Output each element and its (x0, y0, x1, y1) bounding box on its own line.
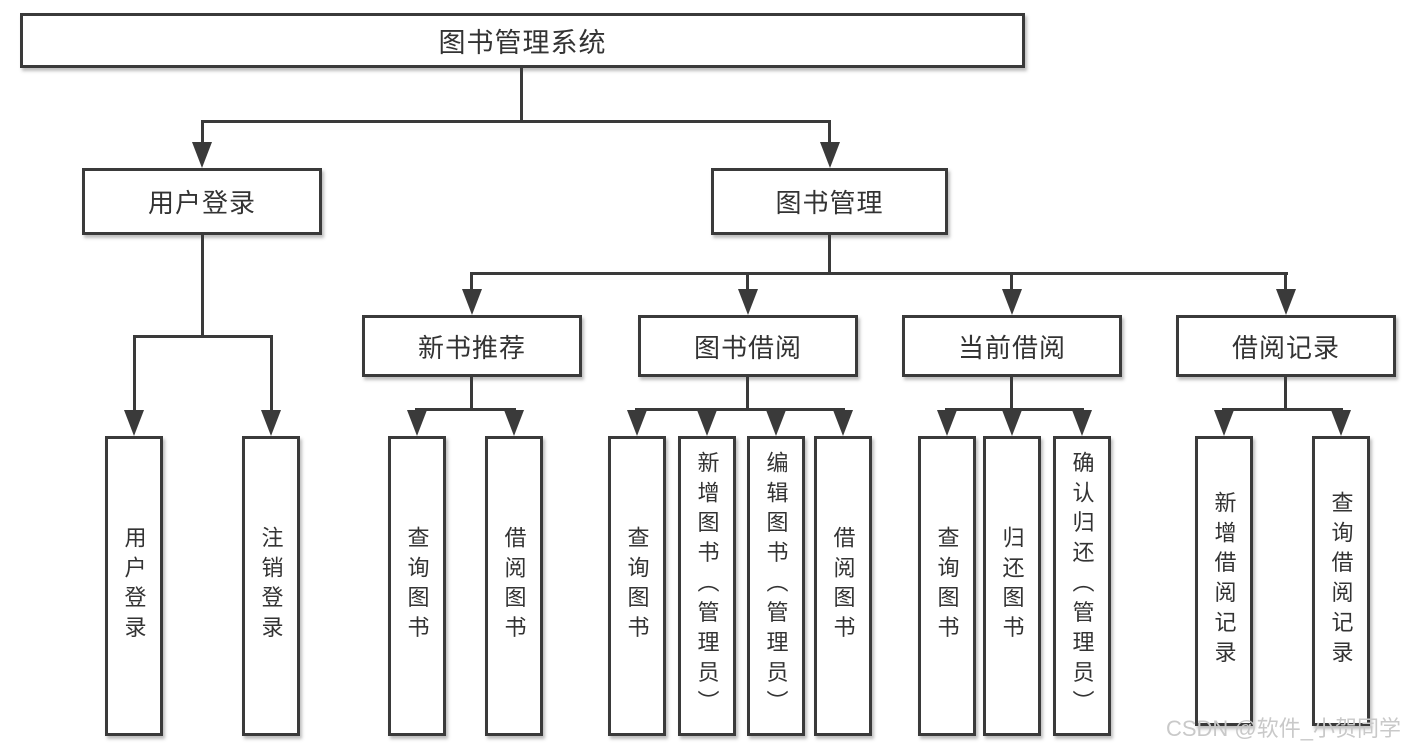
connector-new-book-stem (470, 377, 473, 408)
node-library-management-system: 图书管理系统 (20, 13, 1025, 68)
arrow-down (462, 289, 482, 315)
leaf-add-books-admin: 新增图书（管理员） (678, 436, 736, 736)
arrow-down (1276, 289, 1296, 315)
leaf-query-books-current: 查询图书 (918, 436, 976, 736)
connector-drop-book-management (828, 120, 831, 144)
connector-borrow-records-stem (1284, 377, 1287, 408)
arrow-down (937, 410, 957, 436)
connector-user-login-stem (201, 235, 204, 335)
node-borrowing-records: 借阅记录 (1176, 315, 1396, 377)
connector-user-login-branch (133, 335, 273, 338)
arrow-down (820, 142, 840, 168)
leaf-return-books: 归还图书 (983, 436, 1041, 736)
leaf-borrow-books-recommend: 借阅图书 (485, 436, 543, 736)
leaf-query-books-borrow: 查询图书 (608, 436, 666, 736)
arrow-down (766, 410, 786, 436)
connector-drop-user-login (201, 120, 204, 144)
connector-current-borrow-stem (1010, 377, 1013, 408)
arrow-down (504, 410, 524, 436)
connector-drop-leaf-logout (270, 335, 273, 412)
leaf-query-borrow-record: 查询借阅记录 (1312, 436, 1370, 726)
connector-level1-branch (201, 120, 831, 123)
leaf-label: 查询借阅记录 (1328, 491, 1354, 671)
connector-book-management-stem (828, 235, 831, 272)
arrow-down (261, 410, 281, 436)
connector-current-borrow-branch (945, 408, 1084, 411)
leaf-label: 用户登录 (121, 526, 147, 646)
leaf-borrow-books: 借阅图书 (814, 436, 872, 736)
leaf-add-borrow-record: 新增借阅记录 (1195, 436, 1253, 726)
arrow-down (407, 410, 427, 436)
node-new-book-recommendation: 新书推荐 (362, 315, 582, 377)
arrow-down (738, 289, 758, 315)
arrow-down (1214, 410, 1234, 436)
node-book-borrowing: 图书借阅 (638, 315, 858, 377)
leaf-logout: 注销登录 (242, 436, 300, 736)
leaf-confirm-return-admin: 确认归还（管理员） (1053, 436, 1111, 736)
node-label: 用户登录 (147, 188, 256, 218)
leaf-label: 编辑图书（管理员） (763, 451, 789, 721)
node-label: 当前借阅 (957, 332, 1066, 363)
connector-drop-leaf-user-login (133, 335, 136, 412)
leaf-label: 借阅图书 (501, 526, 527, 646)
arrow-down (124, 410, 144, 436)
leaf-label: 查询图书 (934, 526, 960, 646)
leaf-label: 查询图书 (404, 526, 430, 646)
csdn-watermark: CSDN @软件_小贺同学 (1165, 716, 1401, 741)
leaf-label: 查询图书 (624, 526, 650, 646)
leaf-label: 归还图书 (999, 526, 1025, 646)
connector-new-book-branch (415, 408, 516, 411)
arrow-down (627, 410, 647, 436)
connector-level2-branch (470, 272, 1288, 275)
leaf-label: 借阅图书 (830, 526, 856, 646)
arrow-down (1072, 410, 1092, 436)
leaf-label: 注销登录 (258, 526, 284, 646)
node-label: 新书推荐 (417, 332, 526, 363)
leaf-query-books-recommend: 查询图书 (388, 436, 446, 736)
connector-drop-current-borrow (1010, 272, 1013, 292)
arrow-down (1002, 289, 1022, 315)
arrow-down (697, 410, 717, 436)
node-user-login: 用户登录 (82, 168, 322, 235)
node-label: 借阅记录 (1231, 332, 1340, 363)
arrow-down (833, 410, 853, 436)
connector-borrow-records-branch (1222, 408, 1343, 411)
connector-book-borrow-stem (746, 377, 749, 408)
node-current-borrowing: 当前借阅 (902, 315, 1122, 377)
leaf-label: 新增借阅记录 (1211, 491, 1237, 671)
connector-book-borrow-branch (635, 408, 845, 411)
arrow-down (192, 142, 212, 168)
connector-drop-new-book (470, 272, 473, 292)
node-book-management: 图书管理 (711, 168, 948, 235)
node-label: 图书管理 (775, 188, 884, 218)
connector-drop-book-borrow (746, 272, 749, 292)
connector-drop-borrow-records (1284, 272, 1287, 292)
arrow-down (1002, 410, 1022, 436)
arrow-down (1331, 410, 1351, 436)
leaf-user-login: 用户登录 (105, 436, 163, 736)
leaf-label: 新增图书（管理员） (694, 451, 720, 721)
connector-root-stem (520, 68, 523, 122)
leaf-label: 确认归还（管理员） (1069, 451, 1095, 721)
leaf-edit-books-admin: 编辑图书（管理员） (747, 436, 805, 736)
node-label: 图书借阅 (693, 332, 802, 363)
node-label: 图书管理系统 (438, 28, 607, 58)
